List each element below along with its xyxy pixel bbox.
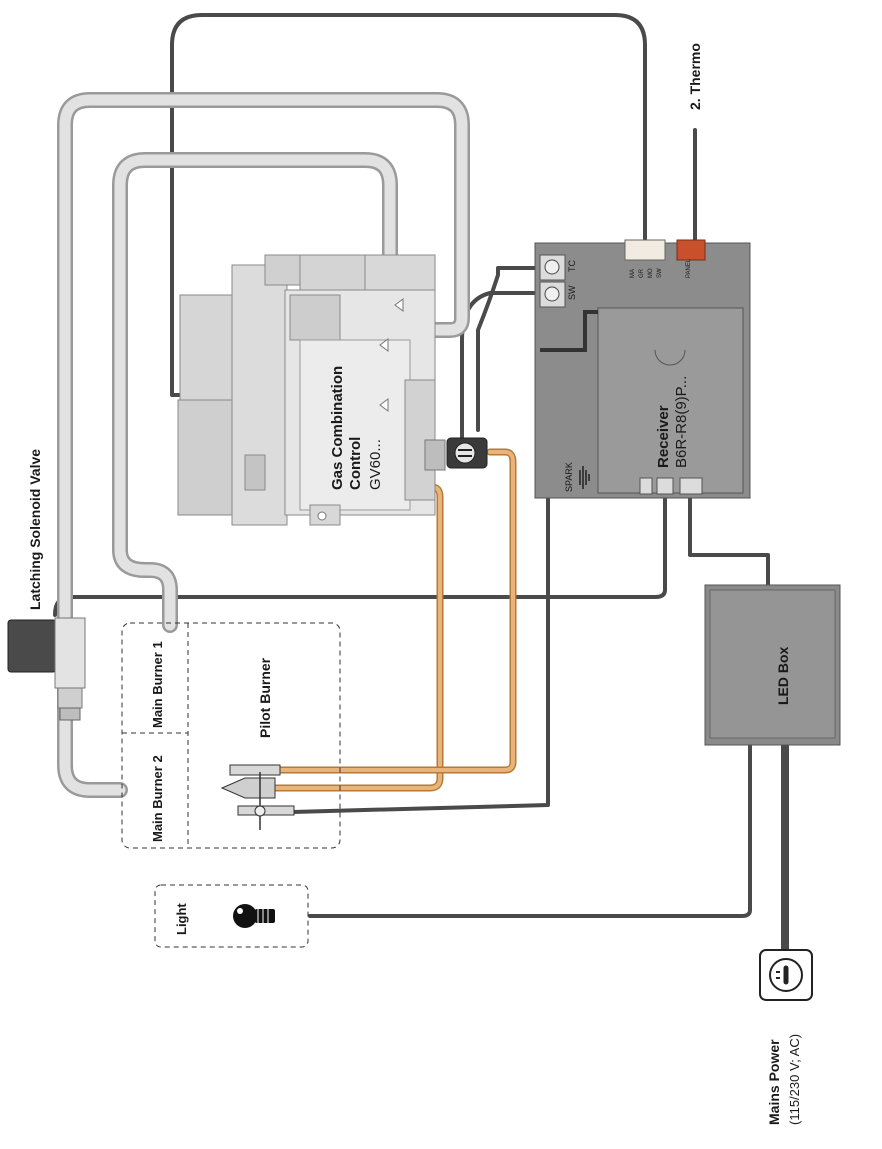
mains-plug (759, 949, 813, 1001)
mains-power-spec: (115/230 V; AC) (787, 1034, 802, 1125)
gas-combination-control: Gas Combination Control GV60... (177, 254, 446, 526)
led-box: LED Box (704, 584, 841, 746)
wire-sw (460, 291, 547, 442)
latching-solenoid-valve (7, 617, 86, 721)
light-label: Light (174, 903, 189, 935)
thermocouple-tube (278, 450, 515, 772)
thermocouple-probe (229, 764, 281, 776)
wiring (53, 13, 770, 918)
light-fixture: Light (154, 884, 309, 948)
gas-tubing (57, 92, 470, 798)
conn-sw-label: SW (657, 268, 663, 278)
conn-gr-label: GR (639, 268, 645, 278)
gas-tube-main-burner-1 (114, 154, 396, 631)
mains-power-label: Mains Power (766, 1039, 782, 1125)
power-plug-icon (769, 958, 803, 992)
wire-receiver-to-led (688, 493, 770, 587)
led-box-label: LED Box (775, 646, 791, 705)
main-burner-1-label: Main Burner 1 (150, 641, 165, 728)
conn-ma-label: MA (630, 269, 636, 278)
pilot-burner-label: Pilot Burner (257, 657, 273, 738)
receiver-model: B6R-R8(9)P... (673, 376, 690, 468)
wire-valve-to-receiver-ma (170, 13, 647, 397)
pilot-hood (220, 777, 276, 799)
receiver: TC SW MA GR MO SW PANEL SPARK Receiver B… (534, 239, 751, 499)
gas-control-model: GV60... (367, 439, 384, 490)
terminal-tc-label: TC (567, 260, 577, 272)
wire-led-to-light (308, 743, 752, 918)
terminal-sw-label: SW (567, 285, 577, 300)
wire-tc (476, 266, 547, 432)
thermo-label: 2. Thermo (687, 43, 703, 110)
gas-control-title: Gas Combination (329, 366, 346, 490)
conn-panel-label: PANEL (686, 258, 692, 278)
receiver-title: Receiver (655, 405, 672, 468)
thermocouple-fitting (446, 437, 488, 469)
conn-mo-label: MO (648, 268, 654, 278)
pilot-gas-tube (268, 485, 442, 790)
pilot-burner-assembly (220, 764, 295, 830)
spark-electrode (237, 805, 295, 816)
terminal-tc-screw-icon (544, 259, 560, 275)
gas-control-title-2: Control (347, 437, 364, 490)
light-bulb-icon (233, 904, 275, 928)
terminal-spark-label: SPARK (564, 462, 574, 492)
gas-tube-main-burner-2 (59, 94, 468, 796)
burner-zone: Main Burner 1 Main Burner 2 Pilot Burner (121, 622, 341, 849)
main-burner-2-label: Main Burner 2 (150, 755, 165, 842)
wire-receiver-to-valve (53, 493, 667, 617)
ground-icon (579, 466, 590, 489)
latching-valve-label: Latching Solenoid Valve (27, 449, 43, 610)
wire-spark (291, 468, 550, 814)
terminal-sw-screw-icon (544, 286, 560, 302)
